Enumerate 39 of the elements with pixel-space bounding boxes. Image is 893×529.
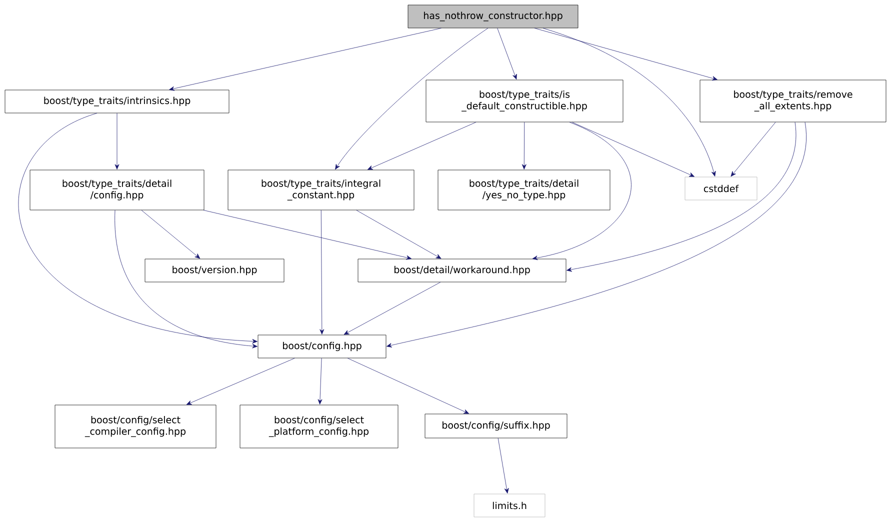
system-file-box: limits.h xyxy=(474,494,546,518)
file-box: boost/config/select _compiler_config.hpp xyxy=(54,404,216,448)
file-box: boost/type_traits/is _default_constructible.hpp xyxy=(426,80,624,122)
system-file-box: cstddef xyxy=(684,176,758,200)
arrow xyxy=(347,358,470,414)
file-box: boost/type_traits/detail /config.hpp xyxy=(30,170,204,210)
arrow xyxy=(386,122,806,348)
arrow xyxy=(114,113,120,170)
arrow xyxy=(356,210,442,259)
arrow xyxy=(522,122,526,170)
arrow xyxy=(114,210,258,348)
arrow xyxy=(203,210,412,260)
arrow xyxy=(367,122,476,170)
root-file-box: has_nothrow_constructor.hpp xyxy=(408,4,578,28)
arrow xyxy=(186,358,295,405)
arrow xyxy=(497,28,517,80)
file-box: boost/config/select _platform_config.hpp xyxy=(240,404,398,448)
file-box: boost/detail/workaround.hpp xyxy=(358,258,566,282)
file-box: boost/type_traits/remove _all_extents.hpp xyxy=(700,80,886,122)
file-box: boost/type_traits/intrinsics.hpp xyxy=(4,90,230,114)
arrow xyxy=(320,210,324,334)
arrow xyxy=(542,28,716,176)
arrow xyxy=(169,28,442,91)
file-box: boost/config/suffix.hpp xyxy=(424,414,568,438)
arrow xyxy=(566,122,796,272)
arrow xyxy=(141,210,200,259)
file-box: boost/type_traits/integral _constant.hpp xyxy=(228,170,414,210)
arrow xyxy=(318,358,322,404)
arrow xyxy=(534,28,718,80)
arrow xyxy=(730,122,776,177)
arrow xyxy=(344,282,441,335)
arrow xyxy=(498,438,509,494)
arrow xyxy=(18,113,258,344)
arrow xyxy=(335,28,488,170)
file-box: boost/version.hpp xyxy=(144,258,284,282)
arrow xyxy=(532,122,632,260)
file-box: boost/type_traits/detail /yes_no_type.hpp xyxy=(438,170,610,210)
file-box: boost/config.hpp xyxy=(258,334,386,358)
arrow xyxy=(572,122,694,177)
